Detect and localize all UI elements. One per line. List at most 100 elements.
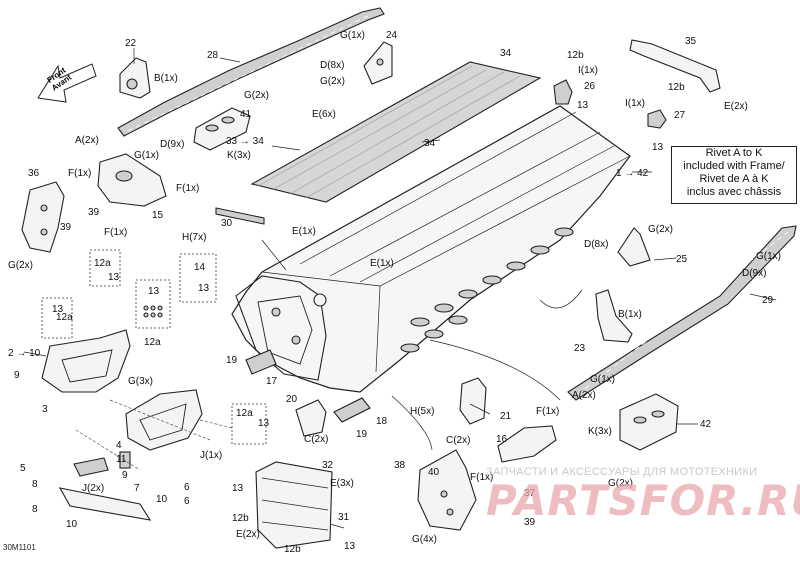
callout-8-a: 8 bbox=[32, 479, 38, 490]
callout-G1-top: G(1x) bbox=[340, 30, 365, 41]
assembly-line-1 bbox=[75, 429, 141, 471]
callout-D8-b: D(8x) bbox=[584, 239, 608, 250]
callout-9-b: 9 bbox=[122, 470, 128, 481]
callout-12a-1: 12a bbox=[94, 258, 111, 269]
callout-13-b: 13 bbox=[652, 142, 664, 153]
callout-C2-a: C(2x) bbox=[304, 434, 328, 445]
detail-box-13-12a-grid bbox=[135, 279, 171, 329]
callout-40: 40 bbox=[428, 467, 440, 478]
callout-D9-a: D(9x) bbox=[160, 139, 184, 150]
callout-1-arrow-42: 1 → 42 bbox=[616, 168, 649, 179]
part-30-bar bbox=[215, 207, 265, 225]
callout-G2-c: G(2x) bbox=[8, 260, 33, 271]
callout-34-c: 34 bbox=[424, 138, 436, 149]
part-24-bracket bbox=[363, 41, 393, 85]
callout-B1: B(1x) bbox=[154, 73, 178, 84]
callout-34-a: 34 bbox=[500, 48, 512, 59]
callout-24: 24 bbox=[386, 30, 398, 41]
rivet-note-line1: Rivet A to K bbox=[705, 147, 763, 159]
callout-13-f: 13 bbox=[52, 304, 64, 315]
callout-39-c: 39 bbox=[524, 517, 536, 528]
detail-box-12a-13-a bbox=[89, 249, 121, 287]
callout-D8: D(8x) bbox=[320, 60, 344, 71]
callout-16: 16 bbox=[496, 434, 508, 445]
callout-12b-3: 12b bbox=[232, 513, 249, 524]
part-42-exchanger bbox=[619, 393, 679, 451]
assembly-line-2 bbox=[109, 399, 211, 441]
callout-28: 28 bbox=[207, 50, 219, 61]
callout-22: 22 bbox=[125, 38, 137, 49]
part-11-block bbox=[119, 451, 131, 469]
callout-F1-c: F(1x) bbox=[104, 227, 127, 238]
rivet-note-line3: Rivet de A à K bbox=[699, 173, 769, 185]
callout-G1-b: G(1x) bbox=[134, 150, 159, 161]
callout-35: 35 bbox=[685, 36, 697, 47]
callout-E1-a: E(1x) bbox=[292, 226, 316, 237]
callout-31: 31 bbox=[338, 512, 350, 523]
part-20-bracket bbox=[295, 399, 327, 437]
callout-G2-a: G(2x) bbox=[320, 76, 345, 87]
callout-E3: E(3x) bbox=[330, 478, 354, 489]
part-22-bracket bbox=[119, 57, 151, 99]
callout-3: 3 bbox=[42, 404, 48, 415]
callout-39-b: 39 bbox=[60, 222, 72, 233]
callout-41: 41 bbox=[240, 109, 252, 120]
callout-27: 27 bbox=[674, 110, 686, 121]
callout-6-a: 6 bbox=[184, 482, 190, 493]
callout-33-arrow-34: 33 → 34 bbox=[226, 136, 264, 147]
callout-8-b: 8 bbox=[32, 504, 38, 515]
callout-12b-4: 12b bbox=[284, 544, 301, 555]
callout-K3-b: K(3x) bbox=[588, 426, 612, 437]
watermark-logo: PARTSFOR.RU bbox=[486, 476, 800, 525]
callout-J2: J(2x) bbox=[82, 483, 104, 494]
part-29-rail-strip bbox=[567, 225, 797, 401]
callout-12a-2: 12a bbox=[144, 337, 161, 348]
callout-G3: G(3x) bbox=[128, 376, 153, 387]
part-15-bracket bbox=[97, 153, 167, 207]
part-36-bracket bbox=[21, 181, 65, 253]
diagram-reference-code: 30M1101 bbox=[3, 543, 36, 552]
detail-box-13-12a bbox=[41, 297, 73, 339]
callout-10-c: 10 bbox=[66, 519, 78, 530]
callout-13-d: 13 bbox=[198, 283, 210, 294]
callout-30: 30 bbox=[221, 218, 233, 229]
callout-23: 23 bbox=[574, 343, 586, 354]
callout-20: 20 bbox=[286, 394, 298, 405]
callout-C2-b: C(2x) bbox=[446, 435, 470, 446]
rivet-note-line2: included with Frame/ bbox=[683, 160, 785, 172]
callout-12a-3: 12a bbox=[56, 312, 73, 323]
callout-A2-a: A(2x) bbox=[75, 135, 99, 146]
part-18-bracket bbox=[333, 397, 371, 423]
part-17-bracket bbox=[245, 349, 277, 375]
rivet-note-box: Rivet A to K included with Frame/ Rivet … bbox=[671, 146, 797, 204]
callout-H7: H(7x) bbox=[182, 232, 206, 243]
part-3-bracket bbox=[41, 329, 131, 393]
callout-A2-b: A(2x) bbox=[572, 390, 596, 401]
callout-G1-d: G(1x) bbox=[590, 374, 615, 385]
callout-36: 36 bbox=[28, 168, 40, 179]
callout-39-a: 39 bbox=[88, 207, 100, 218]
callout-12b-2: 12b bbox=[668, 82, 685, 93]
callout-12b-1: 12b bbox=[567, 50, 584, 61]
callout-K3-a: K(3x) bbox=[227, 150, 251, 161]
tunnel-side-slots bbox=[400, 227, 574, 353]
callout-B1-b: B(1x) bbox=[618, 309, 642, 320]
part-34-heat-exchanger bbox=[250, 61, 542, 203]
callout-13-i: 13 bbox=[344, 541, 356, 552]
callout-17: 17 bbox=[266, 376, 278, 387]
callout-25: 25 bbox=[676, 254, 688, 265]
callout-26: 26 bbox=[584, 81, 596, 92]
callout-H5: H(5x) bbox=[410, 406, 434, 417]
leader-lines bbox=[23, 48, 777, 529]
rivet-note-line4: inclus avec châssis bbox=[686, 186, 782, 198]
callout-13-h: 13 bbox=[232, 483, 244, 494]
part-35-bracket bbox=[629, 39, 721, 93]
callout-E1-b: E(1x) bbox=[370, 258, 394, 269]
part-26-bracket bbox=[553, 79, 573, 105]
callout-4: 4 bbox=[116, 440, 122, 451]
callout-37: 37 bbox=[524, 488, 536, 499]
callout-F1-e: F(1x) bbox=[470, 472, 493, 483]
callout-I1-a: I(1x) bbox=[578, 65, 598, 76]
